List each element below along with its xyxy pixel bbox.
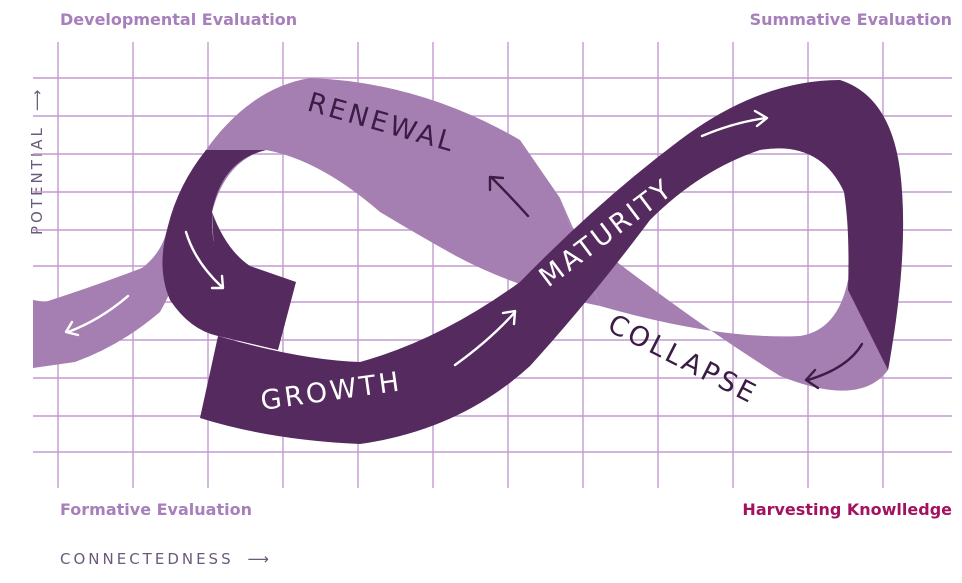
summative-evaluation-label: Summative Evaluation [749, 10, 952, 29]
arrow-icon-growth-down [184, 230, 225, 290]
flow-arrows-dark [488, 175, 864, 390]
developmental-evaluation-label: Developmental Evaluation [60, 10, 298, 29]
growth-maturity-band [200, 80, 904, 444]
renewal-band [168, 78, 600, 306]
exit-tail-band [33, 226, 184, 368]
x-axis-arrow-icon: ⟶ [247, 550, 269, 568]
arrow-icon-collapse [804, 342, 864, 390]
harvesting-knowledge-label: Harvesting Knowlledge [742, 500, 952, 519]
arrow-icon-renewal [488, 175, 530, 218]
flow-arrows [64, 109, 769, 367]
arrow-icon-exit [64, 294, 130, 337]
growth-fold-front [212, 212, 296, 350]
arrow-icon-growth [453, 309, 517, 367]
arrow-icon-maturity [700, 109, 769, 138]
collapse-renewal-band [560, 198, 893, 391]
growth-fold-band [162, 150, 266, 336]
formative-evaluation-label: Formative Evaluation [60, 500, 252, 519]
x-axis: CONNECTEDNESS ⟶ [60, 550, 269, 568]
x-axis-label: CONNECTEDNESS [60, 550, 234, 568]
